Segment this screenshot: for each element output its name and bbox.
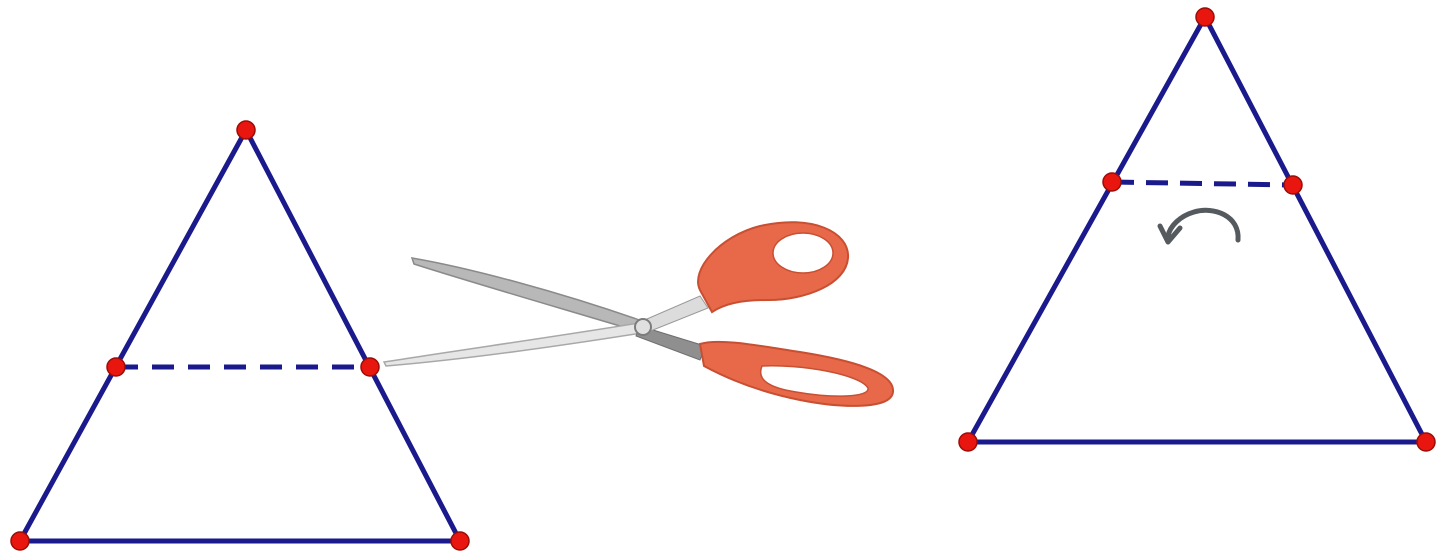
right-midpoint-left	[1103, 173, 1121, 191]
scissors-upper-handle	[698, 222, 848, 312]
scissors-upper-blade	[412, 258, 645, 332]
left-base-left-point	[11, 532, 29, 550]
right-midpoint-right	[1284, 176, 1302, 194]
scissors-lower-blade	[384, 322, 648, 366]
right-base-right-point	[1417, 433, 1435, 451]
right-base-left-point	[959, 433, 977, 451]
left-apex-point	[237, 121, 255, 139]
scissors-icon	[384, 222, 893, 406]
left-base-right-point	[451, 532, 469, 550]
left-triangle-right-side	[246, 130, 460, 541]
right-triangle	[959, 8, 1435, 451]
left-triangle	[11, 121, 469, 550]
rotate-arrow-icon	[1160, 210, 1238, 242]
right-triangle-cut-line	[1112, 182, 1293, 185]
left-midpoint-left	[107, 358, 125, 376]
right-apex-point	[1196, 8, 1214, 26]
scissors-lower-handle	[700, 342, 893, 406]
left-triangle-left-side	[20, 130, 246, 541]
left-midpoint-right	[361, 358, 379, 376]
scissors-pivot	[635, 319, 651, 335]
